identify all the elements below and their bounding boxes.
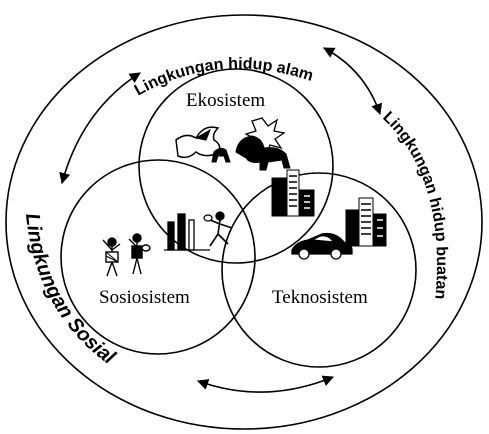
ekosistem-label: Ekosistem	[186, 90, 265, 111]
car-icon	[291, 232, 353, 260]
animals-icon	[175, 117, 291, 171]
arrow-bottom	[196, 375, 335, 393]
outer-environment-ellipse	[5, 14, 483, 430]
sosiosistem-circle	[60, 159, 256, 355]
buildings-icon	[271, 169, 387, 247]
arrow-top-right	[323, 47, 383, 116]
arrow-top-left	[59, 72, 141, 185]
sosiosistem-label: Sosiosistem	[99, 287, 190, 308]
teknosistem-label: Teknosistem	[272, 287, 368, 308]
people-icon	[102, 233, 151, 277]
activity-icon	[164, 211, 233, 251]
teknosistem-circle	[221, 172, 417, 368]
